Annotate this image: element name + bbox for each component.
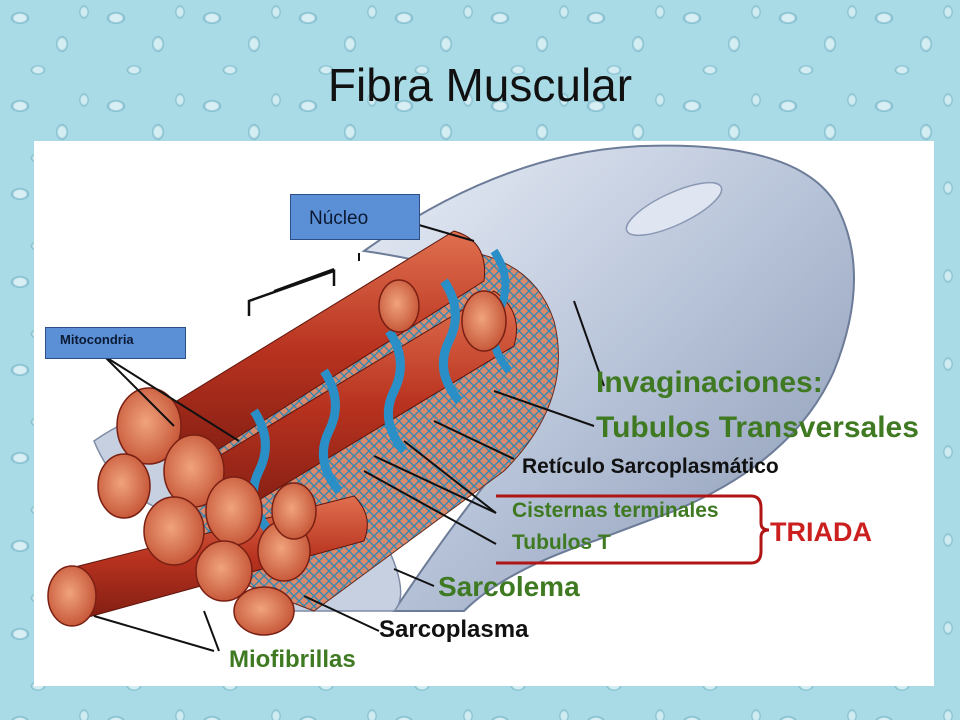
label-tubulos-t: Tubulos T bbox=[512, 531, 611, 554]
fibril-end bbox=[116, 387, 182, 465]
fibril-end bbox=[97, 453, 151, 519]
myofibril-upper bbox=[193, 290, 517, 522]
label-box-mitocondria: Mitocondria bbox=[45, 327, 186, 359]
label-sarcoplasma: Sarcoplasma bbox=[379, 616, 529, 643]
label-triada: TRIADA bbox=[770, 517, 872, 547]
label-reticulo: Retículo Sarcoplasmático bbox=[522, 455, 779, 478]
leader-tubulos-t bbox=[363, 470, 497, 545]
diagram-panel: Núcleo Mitocondria Invaginaciones: Tubul… bbox=[34, 141, 934, 686]
leader-mitocondria-2 bbox=[103, 355, 175, 427]
fibril-end bbox=[143, 496, 205, 566]
label-sarcolema: Sarcolema bbox=[438, 571, 580, 602]
slide-title: Fibra Muscular bbox=[327, 59, 633, 111]
leader-tubulos-transversales bbox=[493, 390, 595, 427]
leader-miofibrillas-2 bbox=[203, 610, 220, 652]
t-tubule-band-3 bbox=[383, 328, 408, 454]
label-cisternas: Cisternas terminales bbox=[512, 499, 719, 522]
leader-cisternas-2 bbox=[403, 440, 497, 514]
label-invaginaciones: Invaginaciones: bbox=[596, 366, 823, 399]
fibril-end bbox=[205, 476, 263, 546]
leader-mitocondria-1 bbox=[103, 355, 240, 442]
myofibril-protruding-end bbox=[47, 565, 97, 627]
sarcomere-bracket-upper bbox=[273, 253, 360, 292]
leader-nucleo bbox=[418, 224, 475, 242]
t-tubule-band-2 bbox=[318, 368, 343, 494]
fibril-end bbox=[461, 290, 507, 352]
leader-miofibrillas-1 bbox=[93, 615, 215, 652]
leader-sarcoplasma bbox=[303, 595, 380, 632]
leader-invaginaciones bbox=[573, 300, 605, 387]
label-miofibrillas: Miofibrillas bbox=[229, 646, 356, 673]
leader-cisternas-1 bbox=[373, 455, 497, 514]
leader-lines bbox=[93, 224, 605, 652]
fibril-end bbox=[271, 482, 317, 540]
leader-sarcolema bbox=[393, 568, 435, 587]
nucleus-bulge bbox=[625, 181, 723, 237]
sarcomere-bracket bbox=[247, 269, 336, 316]
fibril-end bbox=[378, 279, 420, 333]
fibril-end bbox=[195, 540, 253, 602]
triada-bracket bbox=[496, 494, 770, 565]
label-box-nucleo: Núcleo bbox=[290, 194, 420, 240]
muscle-fiber-illustration bbox=[47, 144, 855, 652]
fibril-end bbox=[233, 586, 295, 636]
leader-reticulo bbox=[433, 420, 515, 460]
label-tubulos-transversales: Tubulos Transversales bbox=[596, 411, 919, 444]
t-tubule-band-4 bbox=[438, 278, 463, 404]
